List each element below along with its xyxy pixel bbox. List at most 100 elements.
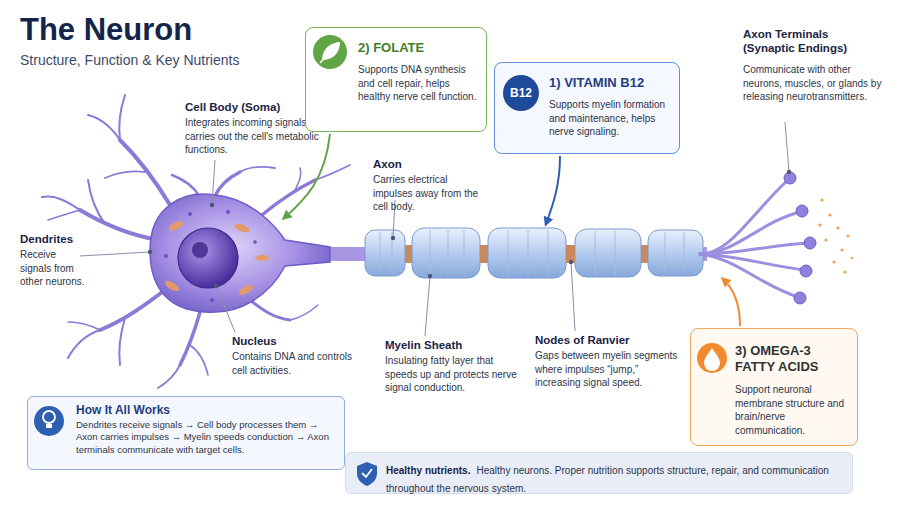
cell-body-part — [164, 254, 168, 258]
dendrites-part — [262, 180, 315, 215]
part-description: Insulating fatty layer that speeds up an… — [385, 354, 517, 395]
axon-terminals-part-part — [700, 254, 798, 297]
footer-band: Healthy nutrients.Healthy neurons. Prope… — [345, 452, 853, 494]
myelin-sheath-part — [575, 229, 641, 277]
dendrites-part — [100, 290, 165, 330]
axon-terminals-part-part — [794, 292, 806, 304]
dendrites-part — [68, 322, 100, 330]
nodes-of-ranvier-part — [641, 245, 648, 263]
diagram-title: The Neuron — [20, 12, 192, 48]
band-text-row: Healthy nutrients.Healthy neurons. Prope… — [386, 460, 846, 496]
axon-terminals-part-part — [796, 205, 808, 217]
axon-terminals-part-part — [828, 213, 831, 216]
part-name: Myelin Sheath — [385, 338, 515, 352]
part-description: Receive signals from other neurons. — [20, 248, 90, 289]
axon-terminals-part-part — [804, 237, 816, 249]
myelin-sheath-part — [412, 228, 480, 278]
cell-body-part — [167, 219, 184, 232]
part-description: Gaps between myelin segments where impul… — [535, 349, 683, 390]
nutrient-arrows — [284, 134, 740, 326]
axon-terminals-part-part — [700, 212, 800, 254]
cell-body-part — [233, 222, 250, 234]
leader-dots-part — [214, 284, 218, 288]
leader-lines-part — [80, 252, 150, 256]
badge-text: B12 — [503, 75, 539, 111]
box-body: Dendrites receive signals → Cell body pr… — [76, 419, 340, 456]
axon-terminals-part-part — [832, 260, 835, 263]
dendrites-part — [295, 168, 301, 190]
box-heading: 3) OMEGA-3 FATTY ACIDS — [735, 343, 853, 375]
part-description: Communicate with other neurons, muscles,… — [743, 63, 888, 104]
axon-terminals-part-part — [836, 226, 839, 229]
dendrites-part — [105, 171, 145, 178]
dendrites-part — [180, 312, 200, 365]
axon-terminals-part-part — [800, 265, 812, 277]
dendrites-part — [240, 167, 275, 172]
leader-dots-part — [569, 260, 573, 264]
dendrites-part — [80, 210, 158, 240]
cell-body-part — [188, 212, 192, 216]
leader-dots-part — [210, 203, 214, 207]
nutrient-arrows-part — [546, 156, 560, 224]
dendrites-part — [48, 210, 80, 220]
part-name: Axon Terminals (Synaptic Endings) — [743, 27, 878, 56]
dendrites-part — [158, 365, 180, 388]
dendrites — [42, 95, 350, 388]
part-name: Nodes of Ranvier — [535, 333, 675, 347]
cell-body-part — [163, 279, 180, 293]
dendrites-part — [88, 115, 120, 140]
axon-terminals — [700, 172, 853, 304]
cell-body — [150, 194, 330, 312]
nutrient-arrows-part — [723, 279, 740, 326]
leader-lines-part — [216, 286, 235, 332]
box-body: Support neuronal membrane structure and … — [735, 383, 853, 437]
part-description: Carries electrical impulses away from th… — [373, 173, 488, 214]
nucleus — [178, 228, 238, 288]
cell-body-part — [253, 240, 257, 244]
part-name: Dendrites — [20, 232, 100, 246]
axon-terminals-part — [700, 180, 808, 297]
nutrient-box: 1) VITAMIN B12Supports myelin formation … — [494, 62, 680, 154]
leader-dots-part — [787, 170, 791, 174]
dendrites-part — [88, 180, 105, 224]
nodes-of-ranvier — [405, 245, 648, 263]
dendrites-part — [119, 95, 125, 140]
cell-body-part — [255, 255, 269, 261]
nutrient-box: 2) FOLATE Supports DNA synthesis and cell… — [305, 27, 487, 132]
part-description: Contains DNA and controls cell activitie… — [232, 350, 354, 377]
myelin-sheath-part — [648, 230, 703, 276]
part-name: Axon — [373, 157, 453, 171]
leader-dots — [148, 170, 791, 288]
subtitle: Structure, Function & Key Nutrients — [20, 52, 340, 68]
vitamin-badge: B12 — [503, 75, 539, 111]
axon-terminals-part — [784, 172, 816, 304]
cell-body-part — [210, 298, 214, 302]
axon-terminals-part-part — [818, 223, 821, 226]
axon-terminals-part-part — [820, 198, 823, 201]
box-heading: 2) FOLATE — [358, 40, 480, 56]
leader-lines-part — [785, 122, 789, 172]
myelin-sheath-part — [488, 228, 566, 278]
myelin-sheath — [365, 228, 703, 278]
nutrient-box: 3) OMEGA-3 FATTY ACIDS Support neuronal m… — [690, 328, 858, 446]
nodes-of-ranvier-part — [480, 245, 488, 263]
dendrites-part — [290, 305, 318, 320]
dendrites-part — [68, 330, 100, 358]
box-body: Supports DNA synthesis and cell repair, … — [358, 63, 480, 104]
axon-terminals-part — [818, 198, 853, 273]
nodes-of-ranvier-part — [405, 245, 412, 263]
leader-dots-part — [428, 274, 432, 278]
myelin-sheath-part — [380, 230, 684, 276]
leader-lines-part — [425, 276, 430, 336]
axon-terminals-part-part — [700, 243, 808, 254]
leader-dots-part — [391, 236, 395, 240]
axon-terminals-part-part — [851, 257, 854, 260]
axon-terminals-part-part — [840, 248, 843, 251]
cell-body-part — [150, 194, 330, 312]
box-heading: How It All Works — [76, 403, 338, 417]
axon-terminals-part-part — [846, 234, 849, 237]
box-body: Supports myelin formation and maintenanc… — [549, 98, 675, 139]
nutrient-arrows-part — [284, 134, 330, 218]
dendrites-part — [42, 197, 80, 210]
